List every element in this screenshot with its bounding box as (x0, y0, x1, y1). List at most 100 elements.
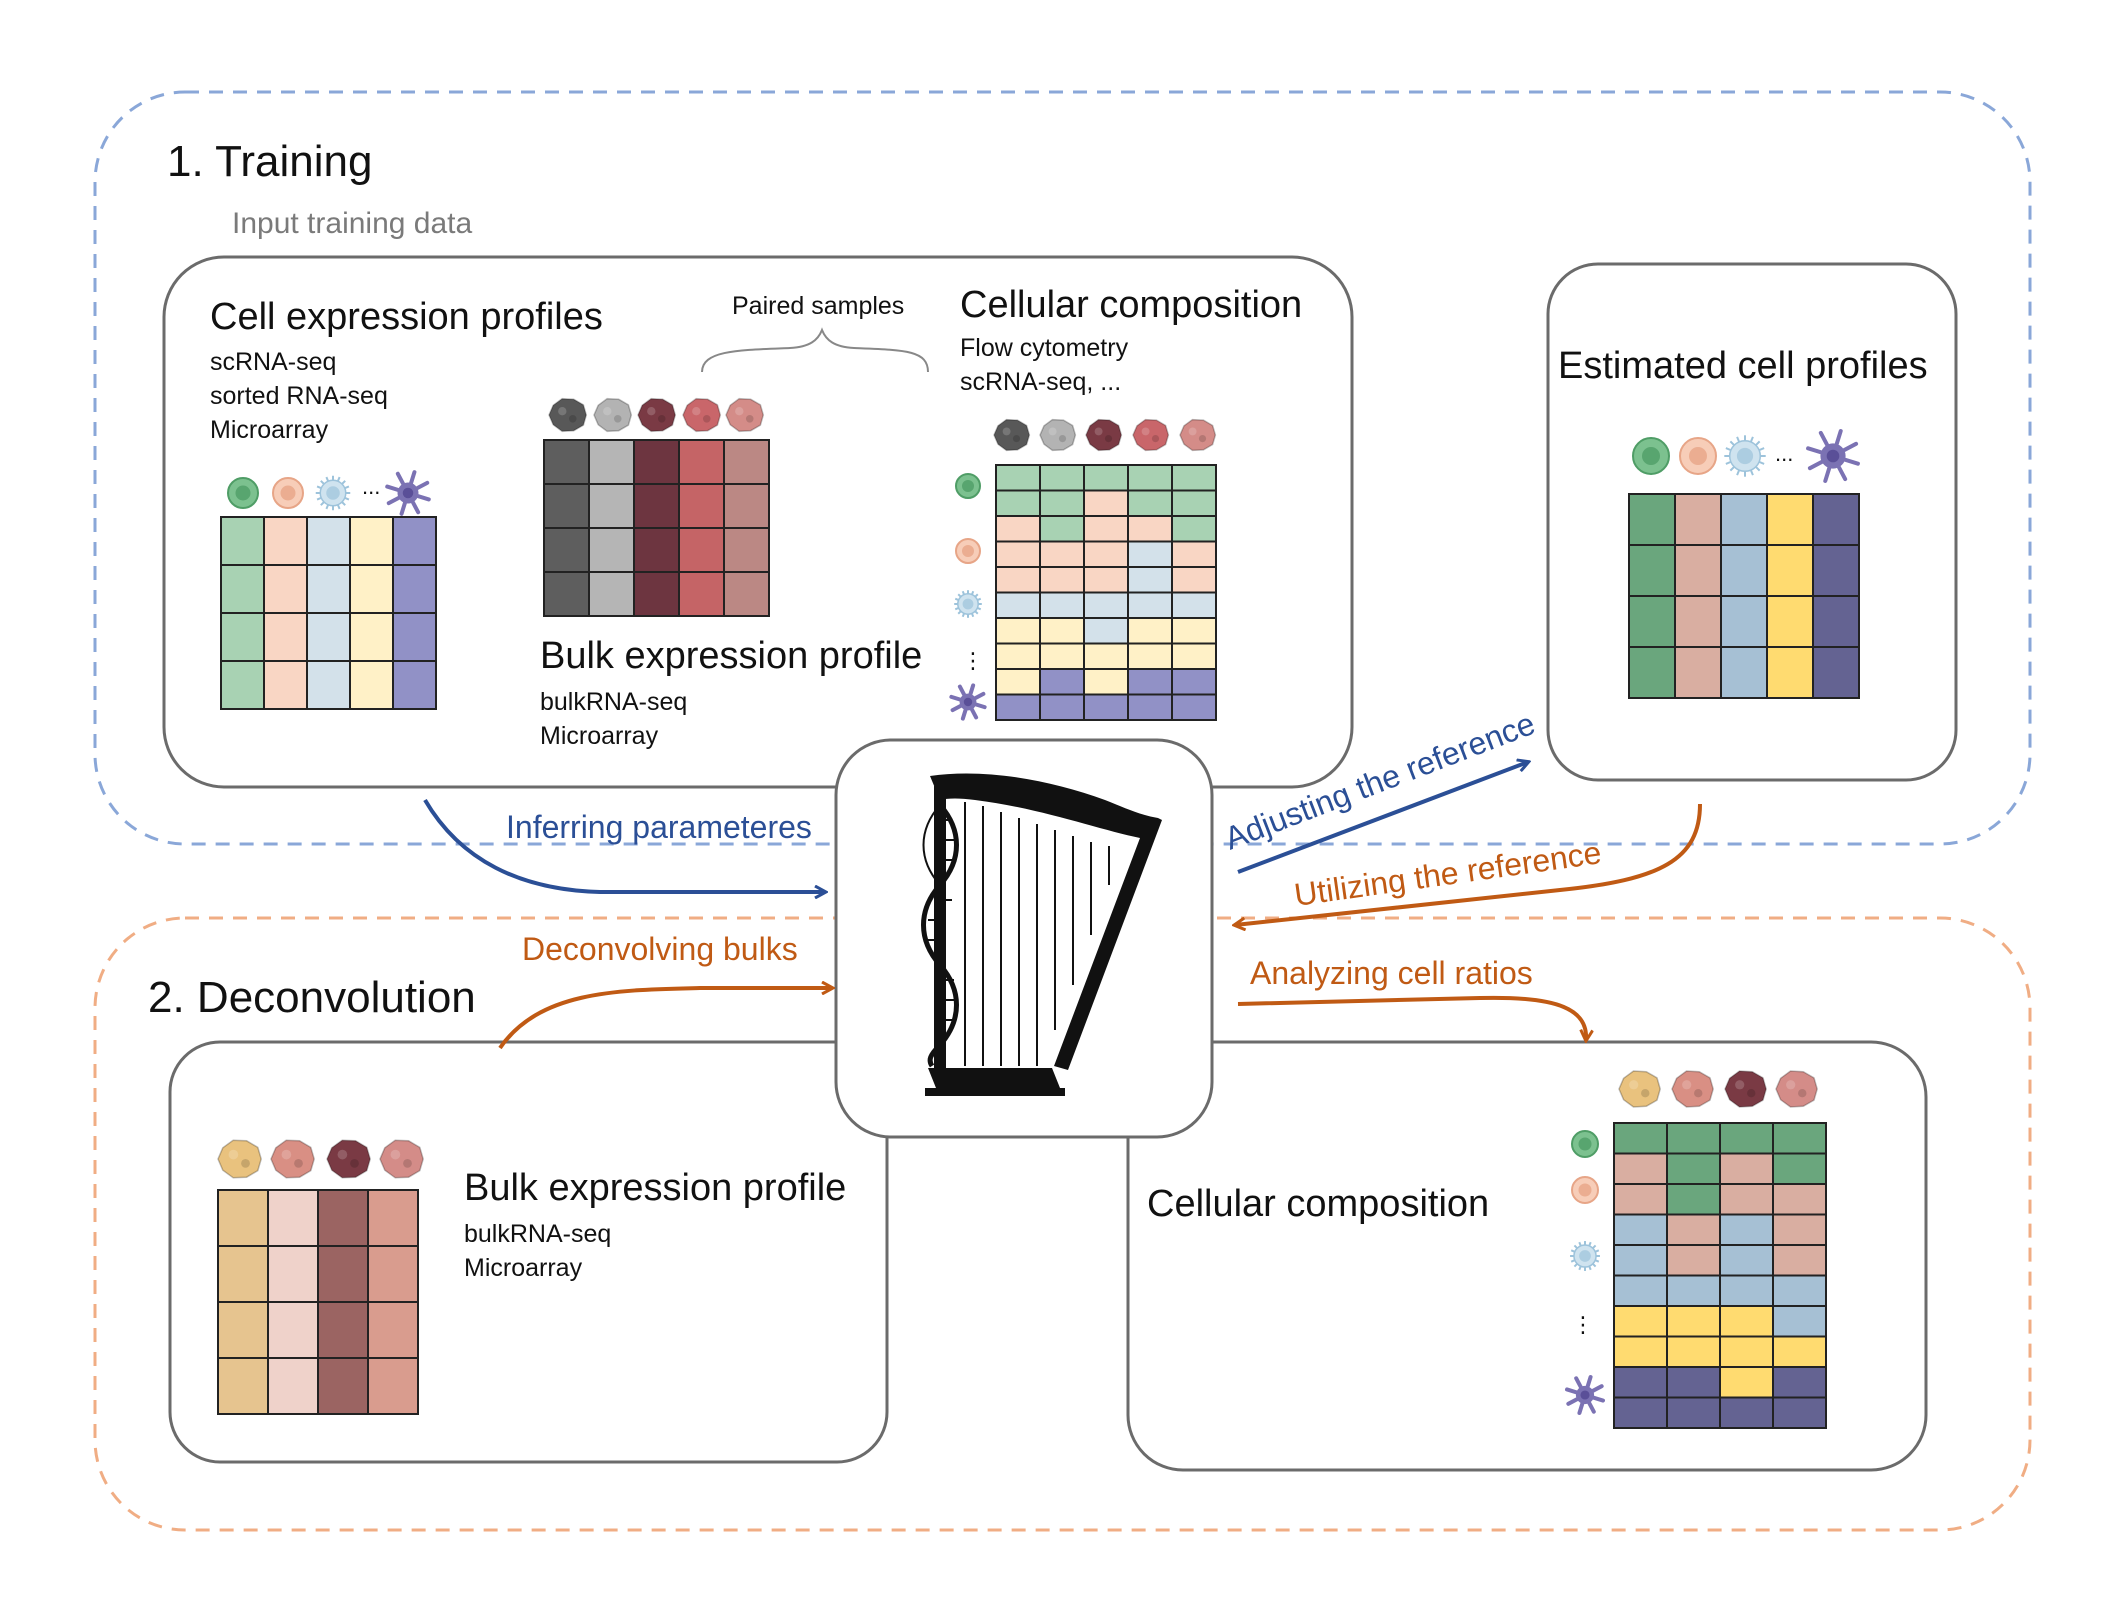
matrix-cell (1171, 693, 1217, 721)
matrix-cell (1127, 464, 1173, 492)
matrix-cell (349, 612, 394, 662)
lightblue-cell-icon (1570, 1241, 1600, 1271)
green-cell-icon (227, 477, 259, 509)
training-title: 1. Training (167, 137, 372, 186)
matrix-cell (1719, 1274, 1774, 1307)
deconv-composition-row-ellipsis: ⋮ (1572, 1312, 1594, 1337)
matrix-cell (1719, 1396, 1774, 1429)
matrix-cell (1083, 642, 1129, 670)
matrix-cell (1039, 693, 1085, 721)
matrix-cell (1720, 646, 1768, 699)
matrix-cell (1720, 544, 1768, 597)
matrix-cell (1171, 668, 1217, 696)
matrix-cell (317, 1189, 369, 1247)
matrix-cell (1772, 1305, 1827, 1338)
matrix-cell (1719, 1213, 1774, 1246)
matrix-cell (1812, 595, 1860, 648)
matrix-cell (367, 1357, 419, 1415)
lightblue-cell-icon (954, 590, 982, 618)
rose-tissue-icon (379, 1139, 424, 1179)
matrix-cell (306, 564, 351, 614)
matrix-cell (1171, 591, 1217, 619)
darkgray-tissue-icon (548, 397, 588, 433)
rose-tissue-icon (1775, 1070, 1818, 1108)
matrix-cell (1613, 1274, 1668, 1307)
matrix-cell (1083, 668, 1129, 696)
matrix-cell (1719, 1183, 1774, 1216)
paired-samples-label: Paired samples (732, 292, 904, 320)
matrix-cell (1171, 566, 1217, 594)
matrix-cell (306, 516, 351, 566)
matrix-cell (1171, 515, 1217, 543)
matrix-cell (367, 1189, 419, 1247)
matrix-cell (1613, 1396, 1668, 1429)
matrix-cell (1766, 595, 1814, 648)
rose-tissue-icon (1179, 418, 1217, 452)
matrix-cell (1666, 1244, 1721, 1277)
matrix-cell (995, 693, 1041, 721)
matrix-cell (263, 516, 308, 566)
matrix-cell (1083, 566, 1129, 594)
matrix-cell (678, 483, 725, 529)
matrix-cell (1039, 591, 1085, 619)
matrix-cell (1719, 1366, 1774, 1399)
matrix-cell (1674, 493, 1722, 546)
matrix-cell (1127, 617, 1173, 645)
cell-profiles-icons (227, 470, 431, 516)
green-cell-icon (955, 473, 981, 499)
gray-tissue-icon (593, 397, 633, 433)
composition-line-2: scRNA-seq, ... (960, 368, 1121, 396)
matrix-cell (220, 516, 265, 566)
matrix-cell (392, 564, 437, 614)
matrix-cell (543, 571, 590, 617)
matrix-cell (1613, 1335, 1668, 1368)
matrix-cell (678, 571, 725, 617)
matrix-cell (392, 612, 437, 662)
matrix-cell (995, 515, 1041, 543)
bulk-profile-matrix (543, 439, 770, 617)
matrix-cell (1083, 489, 1129, 517)
deconv-bulk-line-2: Microarray (464, 1254, 583, 1282)
matrix-cell (1666, 1122, 1721, 1155)
peach-cell-icon (1571, 1176, 1599, 1204)
deconv-composition-matrix (1613, 1122, 1827, 1429)
matrix-cell (1613, 1244, 1668, 1277)
matrix-cell (723, 571, 770, 617)
composition-line-1: Flow cytometry (960, 334, 1129, 362)
lightblue-cell-icon (1724, 435, 1766, 477)
matrix-cell (1039, 515, 1085, 543)
matrix-cell (217, 1357, 269, 1415)
matrix-cell (995, 540, 1041, 568)
analyzing-arrow (1237, 995, 1586, 1040)
yellow-tissue-icon (1618, 1070, 1661, 1108)
salmon-tissue-icon (1671, 1070, 1714, 1108)
matrix-cell (1666, 1183, 1721, 1216)
bulk-profile-icons (548, 397, 765, 433)
matrix-cell (1772, 1152, 1827, 1185)
cell-profiles-ellipsis: ... (362, 474, 380, 499)
peach-cell-icon (1679, 437, 1717, 475)
matrix-cell (1719, 1305, 1774, 1338)
matrix-cell (392, 516, 437, 566)
matrix-cell (678, 527, 725, 573)
matrix-cell (995, 668, 1041, 696)
matrix-cell (1674, 646, 1722, 699)
matrix-cell (1127, 515, 1173, 543)
matrix-cell (1772, 1396, 1827, 1429)
salmon-tissue-icon (270, 1139, 315, 1179)
deconv-bulk-line-1: bulkRNA-seq (464, 1220, 611, 1248)
paired-samples-brace (701, 327, 929, 373)
matrix-cell (263, 564, 308, 614)
matrix-cell (349, 516, 394, 566)
matrix-cell (1812, 646, 1860, 699)
deconvolution-title: 2. Deconvolution (148, 973, 476, 1022)
matrix-cell (392, 660, 437, 710)
matrix-cell (1766, 544, 1814, 597)
estimated-profiles-icons (1632, 429, 1860, 483)
matrix-cell (1613, 1122, 1668, 1155)
cell-profiles-line-2: sorted RNA-seq (210, 382, 388, 410)
matrix-cell (1083, 464, 1129, 492)
green-cell-icon (1571, 1130, 1599, 1158)
matrix-cell (1127, 540, 1173, 568)
matrix-cell (267, 1245, 319, 1303)
